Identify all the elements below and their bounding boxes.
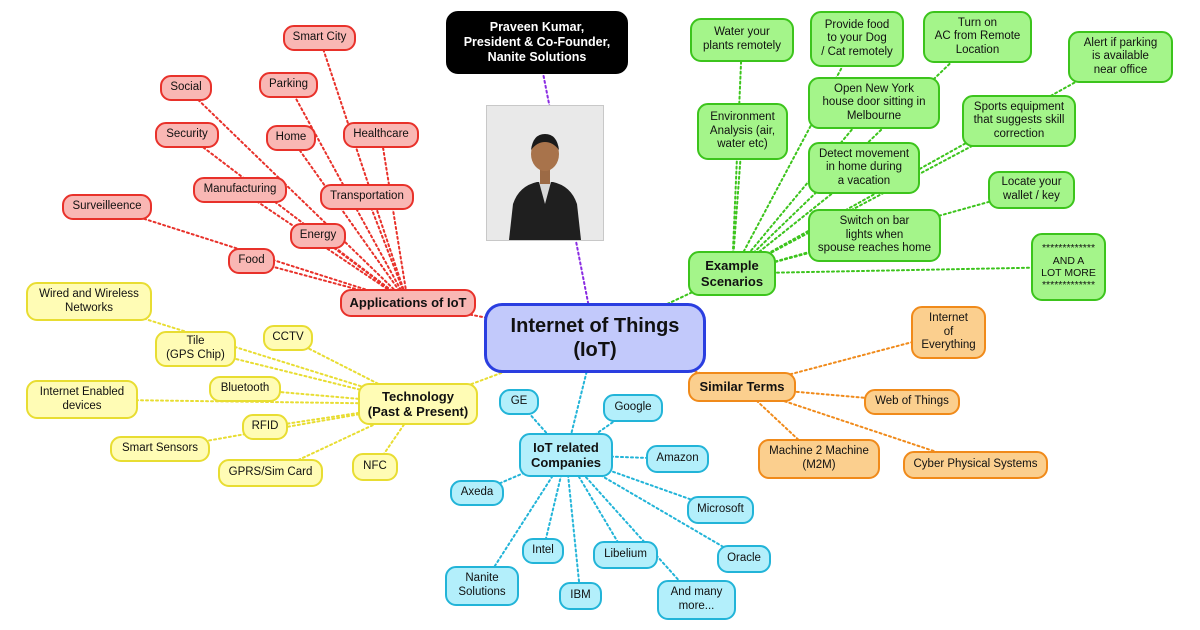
hub-similar-terms[interactable]: Similar Terms <box>688 372 796 402</box>
node-cctv[interactable]: CCTV <box>263 325 313 351</box>
node-microsoft[interactable]: Microsoft <box>687 496 754 524</box>
node-healthcare[interactable]: Healthcare <box>343 122 419 148</box>
node-smart-city[interactable]: Smart City <box>283 25 356 51</box>
node-nfc[interactable]: NFC <box>352 453 398 481</box>
node-environment-analysis[interactable]: Environment Analysis (air, water etc) <box>697 103 788 160</box>
node-and-many-more[interactable]: And many more... <box>657 580 736 620</box>
node-internet-enabled-devices[interactable]: Internet Enabled devices <box>26 380 138 419</box>
node-google[interactable]: Google <box>603 394 663 422</box>
node-home[interactable]: Home <box>266 125 316 151</box>
node-nanite-solutions[interactable]: Nanite Solutions <box>445 566 519 606</box>
node-manufacturing[interactable]: Manufacturing <box>193 177 287 203</box>
connector-applications-item <box>317 235 409 304</box>
node-bar-lights[interactable]: Switch on bar lights when spouse reaches… <box>808 209 941 262</box>
node-gprs-sim-card[interactable]: GPRS/Sim Card <box>218 459 323 487</box>
node-transportation[interactable]: Transportation <box>320 184 414 210</box>
connector-companies-item <box>565 454 698 601</box>
hub-technology[interactable]: Technology (Past & Present) <box>358 383 478 425</box>
person-silhouette <box>487 106 603 240</box>
node-and-a-lot-more[interactable]: ************* AND A LOT MORE ***********… <box>1031 233 1106 301</box>
connector-technology-item <box>159 403 419 450</box>
node-turn-on-ac[interactable]: Turn on AC from Remote Location <box>923 11 1032 63</box>
hub-example-scenarios[interactable]: Example Scenarios <box>688 251 776 296</box>
node-smart-sensors[interactable]: Smart Sensors <box>110 436 210 462</box>
speaker-node[interactable]: Praveen Kumar, President & Co-Founder, N… <box>446 11 628 74</box>
node-social[interactable]: Social <box>160 75 212 101</box>
node-amazon[interactable]: Amazon <box>646 445 709 473</box>
node-feed-pet[interactable]: Provide food to your Dog / Cat remotely <box>810 11 904 67</box>
node-bluetooth[interactable]: Bluetooth <box>209 376 281 402</box>
connector-examples-item <box>731 56 1122 275</box>
node-tile-gps-chip[interactable]: Tile (GPS Chip) <box>155 331 236 367</box>
node-m2m[interactable]: Machine 2 Machine (M2M) <box>758 439 880 479</box>
node-libelium[interactable]: Libelium <box>593 541 658 569</box>
node-security[interactable]: Security <box>155 122 219 148</box>
connector-applications-item <box>290 137 409 304</box>
node-sports-equipment[interactable]: Sports equipment that suggests skill cor… <box>962 95 1076 147</box>
hub-iot-companies[interactable]: IoT related Companies <box>519 433 613 477</box>
person-photo-icon <box>486 105 604 241</box>
node-web-of-things[interactable]: Web of Things <box>864 389 960 415</box>
node-parking-alert[interactable]: Alert if parking is available near offic… <box>1068 31 1173 83</box>
connector-examples-item <box>731 102 875 275</box>
connector-applications-item <box>318 37 409 304</box>
node-internet-of-everything[interactable]: Internet of Everything <box>911 306 986 359</box>
connector-companies-item <box>565 454 582 597</box>
connector-applications-item <box>366 196 409 304</box>
node-open-door[interactable]: Open New York house door sitting in Melb… <box>808 77 940 129</box>
connector-companies-item <box>565 407 634 456</box>
node-intel[interactable]: Intel <box>522 538 564 564</box>
central-node[interactable]: Internet of Things (IoT) <box>484 303 706 373</box>
node-cyber-physical-systems[interactable]: Cyber Physical Systems <box>903 451 1048 479</box>
node-surveilleence[interactable]: Surveilleence <box>62 194 152 220</box>
connector-applications-item <box>185 87 409 304</box>
node-food[interactable]: Food <box>228 248 275 274</box>
node-parking[interactable]: Parking <box>259 72 318 98</box>
node-ge[interactable]: GE <box>499 389 539 415</box>
node-water-plants[interactable]: Water your plants remotely <box>690 18 794 62</box>
connector-examples-item <box>731 266 1070 275</box>
node-energy[interactable]: Energy <box>290 223 346 249</box>
node-detect-movement[interactable]: Detect movement in home during a vacatio… <box>808 142 920 194</box>
node-oracle[interactable]: Oracle <box>717 545 771 573</box>
connector-applications-item <box>380 134 409 304</box>
connector-examples-item <box>731 130 744 275</box>
node-wired-wireless-networks[interactable]: Wired and Wireless Networks <box>26 282 152 321</box>
node-locate-wallet[interactable]: Locate your wallet / key <box>988 171 1075 209</box>
node-axeda[interactable]: Axeda <box>450 480 504 506</box>
node-rfid[interactable]: RFID <box>242 414 288 440</box>
hub-applications[interactable]: Applications of IoT <box>340 289 476 317</box>
node-ibm[interactable]: IBM <box>559 582 602 610</box>
